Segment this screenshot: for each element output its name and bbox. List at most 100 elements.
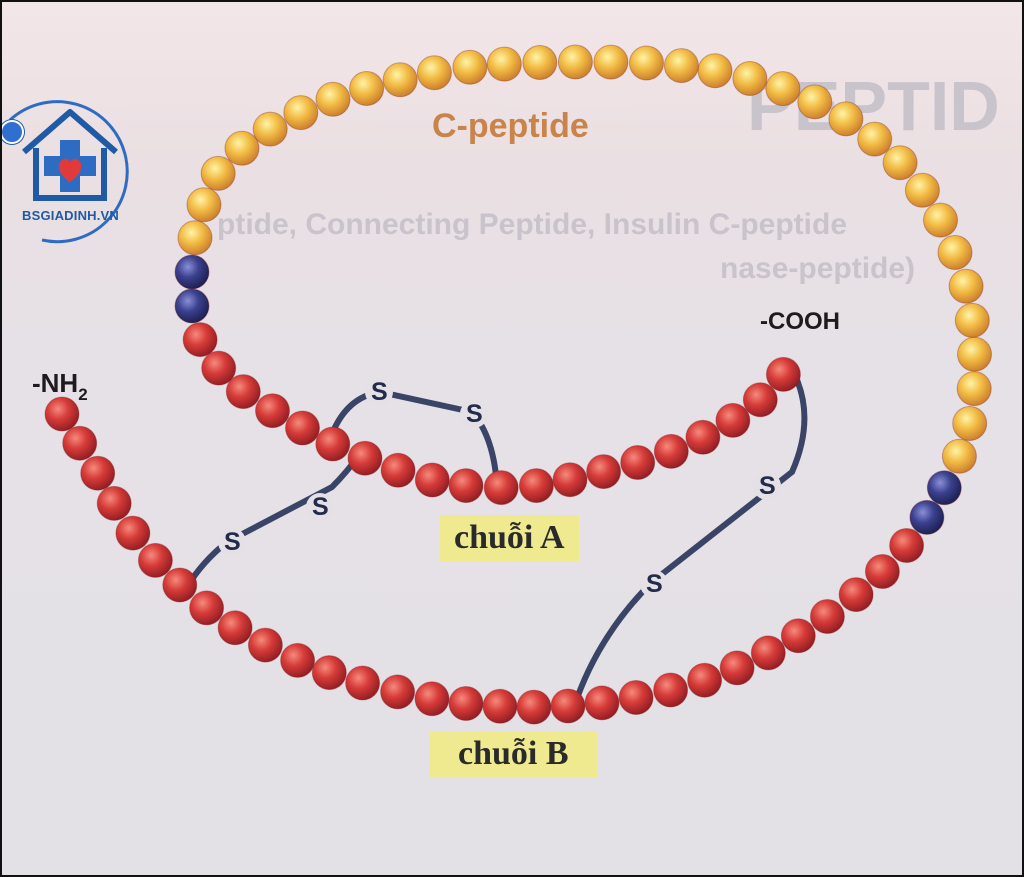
sulfur-label-bg <box>640 570 668 598</box>
yellow-bead <box>941 438 977 474</box>
yellow-bead <box>697 53 733 89</box>
yellow-bead <box>349 71 385 106</box>
red-bead <box>448 686 484 721</box>
disulfide-bond-2 <box>184 451 363 590</box>
yellow-bead <box>732 61 768 96</box>
red-bead <box>189 590 225 626</box>
red-bead <box>653 433 689 469</box>
logo-dot <box>2 120 24 144</box>
yellow-bead <box>177 220 213 256</box>
yellow-bead <box>200 155 236 191</box>
red-bead <box>864 554 900 589</box>
red-bead <box>584 685 620 721</box>
red-bead <box>889 528 925 563</box>
yellow-bead <box>956 371 992 407</box>
background-text: PEPTID ptide, Connecting Peptide, Insuli… <box>217 67 1000 285</box>
yellow-bead <box>797 84 833 120</box>
blue-bead <box>909 499 945 535</box>
red-bead <box>44 396 80 432</box>
red-bead <box>687 662 723 698</box>
red-bead <box>247 627 283 663</box>
sulfur-label: S <box>224 528 241 556</box>
bg-line-1: ptide, Connecting Peptide, Insulin C-pep… <box>217 208 847 241</box>
yellow-bead <box>315 81 351 117</box>
sulfur-label: S <box>759 472 776 500</box>
red-bead <box>217 610 253 646</box>
logo-text: BSGIADINH.VN <box>22 208 120 223</box>
chain-b-label: chuỗi B <box>430 731 597 777</box>
red-bead <box>685 419 721 455</box>
red-bead <box>765 356 801 392</box>
sulfur-label-bg <box>365 378 393 406</box>
red-bead <box>618 680 654 715</box>
red-bead <box>448 468 484 504</box>
nh2-label: -NH2 <box>32 368 88 404</box>
red-bead <box>347 440 383 476</box>
red-bead <box>838 577 874 613</box>
sulfur-label: S <box>371 378 388 406</box>
yellow-bead <box>948 268 984 304</box>
blue-bead <box>174 288 210 324</box>
yellow-bead <box>629 45 664 81</box>
c-peptide-label: C-peptide <box>432 107 589 145</box>
red-bead <box>518 468 554 504</box>
red-bead <box>653 672 689 708</box>
yellow-bead <box>522 45 558 80</box>
sulfur-label: S <box>466 400 483 428</box>
yellow-bead <box>382 62 418 98</box>
red-bead <box>750 635 786 671</box>
sulfur-label-bg <box>218 528 246 556</box>
yellow-bead <box>765 71 801 107</box>
red-bead <box>715 402 751 438</box>
yellow-bead <box>224 130 260 166</box>
yellow-bead <box>828 101 864 137</box>
yellow-bead <box>416 55 452 91</box>
sulfur-label-bg <box>753 472 781 500</box>
yellow-bead <box>923 202 958 238</box>
red-bead <box>620 445 656 480</box>
yellow-bead <box>954 302 990 338</box>
red-bead <box>255 393 290 429</box>
red-bead <box>311 655 347 691</box>
house-cross-heart-icon <box>22 109 118 201</box>
yellow-bead <box>486 46 522 82</box>
yellow-bead <box>937 235 973 270</box>
red-bead <box>225 374 261 410</box>
amino-acid-beads <box>44 44 992 725</box>
yellow-bead <box>186 187 222 223</box>
sulfur-label: S <box>312 493 329 521</box>
yellow-bead <box>593 44 629 80</box>
red-bead <box>380 452 416 488</box>
red-bead <box>719 650 755 686</box>
yellow-bead <box>904 172 940 208</box>
red-bead <box>780 618 816 654</box>
red-bead <box>482 688 518 724</box>
red-bead <box>115 515 151 551</box>
yellow-bead <box>882 145 918 181</box>
yellow-bead <box>557 44 593 80</box>
red-bead <box>96 485 132 521</box>
red-bead <box>182 322 218 358</box>
yellow-bead <box>283 95 319 131</box>
red-bead <box>552 462 588 498</box>
blue-bead <box>174 254 210 290</box>
yellow-bead <box>857 121 893 157</box>
bsgiadinh-logo <box>8 100 129 244</box>
red-bead <box>62 425 98 461</box>
red-bead <box>345 665 381 701</box>
red-bead <box>550 688 586 724</box>
red-bead <box>80 455 116 491</box>
yellow-bead <box>957 336 992 372</box>
red-bead <box>162 567 198 603</box>
red-bead <box>586 454 622 490</box>
red-bead <box>809 599 845 634</box>
chain-a-label: chuỗi A <box>440 515 579 561</box>
red-bead <box>280 642 316 678</box>
yellow-bead <box>252 111 288 147</box>
red-bead <box>414 681 450 717</box>
red-bead <box>742 382 778 418</box>
logo-arc <box>8 100 129 244</box>
